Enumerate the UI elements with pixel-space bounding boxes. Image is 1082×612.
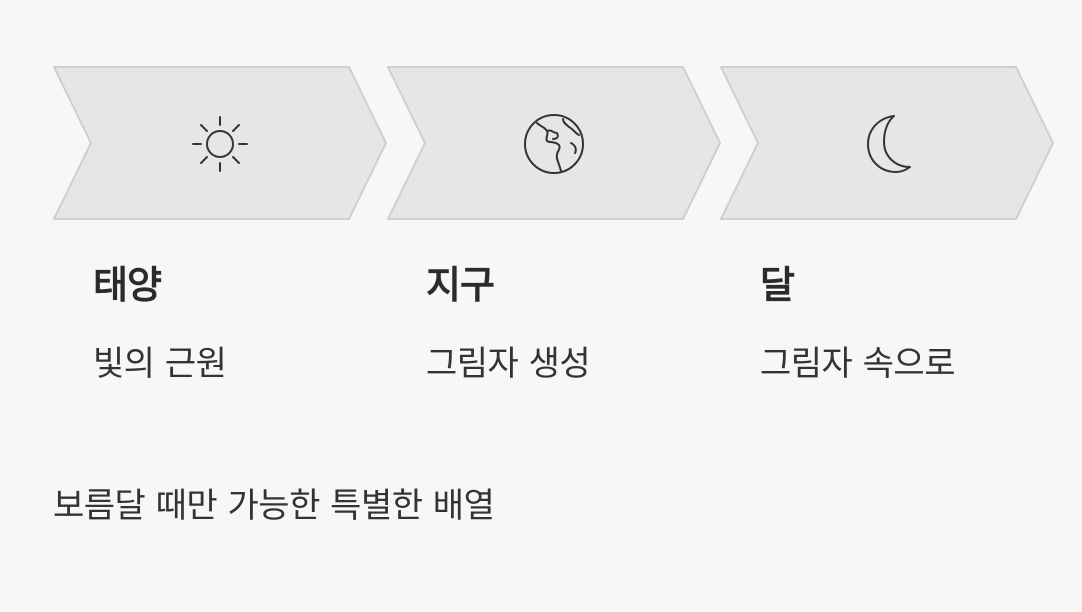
step-description-moon: 그림자 속으로 bbox=[760, 344, 956, 384]
step-title-moon: 달 bbox=[760, 263, 795, 307]
moon-icon bbox=[856, 113, 918, 175]
step-description-sun: 빛의 근원 bbox=[93, 344, 227, 384]
step-title-earth: 지구 bbox=[426, 263, 495, 307]
step-earth-chevron bbox=[387, 66, 721, 220]
step-moon-chevron bbox=[720, 66, 1054, 220]
sun-icon bbox=[189, 113, 251, 175]
step-title-sun: 태양 bbox=[93, 263, 162, 307]
step-description-earth: 그림자 생성 bbox=[426, 344, 591, 384]
step-sun-chevron bbox=[53, 66, 387, 220]
earth-icon bbox=[523, 113, 585, 175]
footer-note: 보름달 때만 가능한 특별한 배열 bbox=[53, 486, 495, 526]
